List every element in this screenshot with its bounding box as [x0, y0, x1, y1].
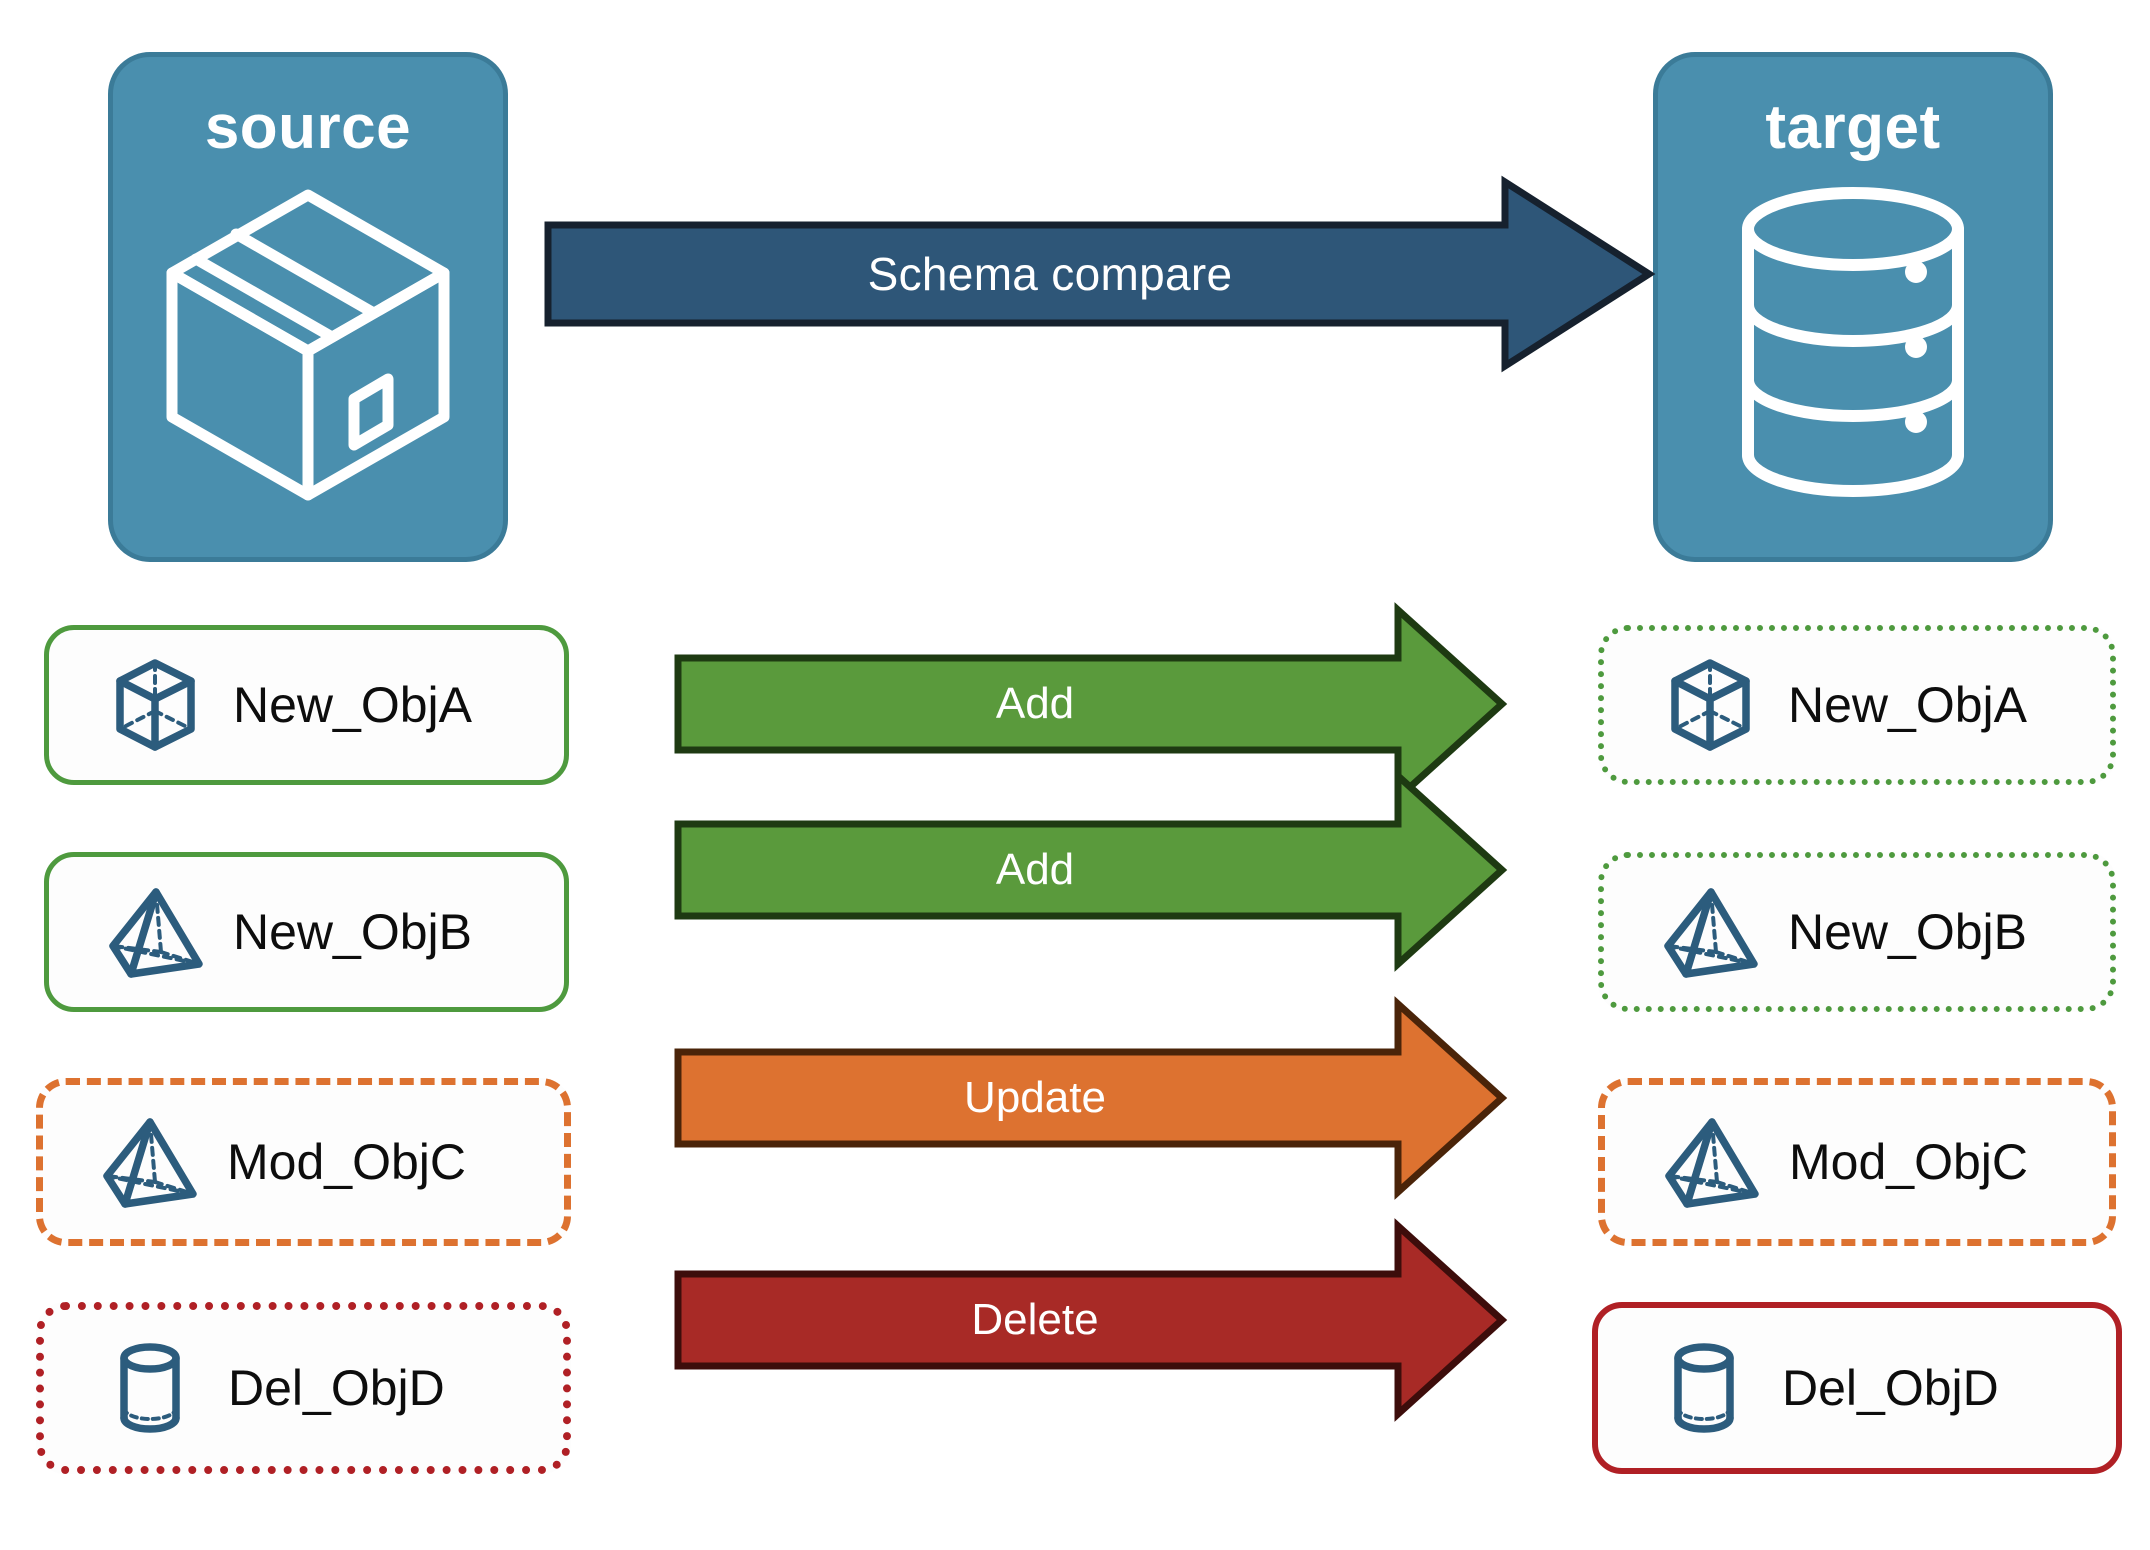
update-arrow-2[interactable]	[674, 996, 1508, 1200]
pyramid-icon	[1658, 880, 1762, 984]
target-object-card-1[interactable]: New_ObjB	[1598, 852, 2116, 1012]
target-object-card-2[interactable]: Mod_ObjC	[1598, 1078, 2116, 1246]
pyramid-icon	[103, 880, 207, 984]
source-object-label-2: Mod_ObjC	[227, 1134, 466, 1190]
pyramid-icon	[1659, 1110, 1763, 1214]
source-object-label-0: New_ObjA	[233, 677, 472, 733]
target-object-label-3: Del_ObjD	[1782, 1360, 1999, 1416]
database-cylinder-icon	[1703, 177, 2003, 507]
delete-arrow-3[interactable]	[674, 1218, 1508, 1422]
target-object-label-2: Mod_ObjC	[1789, 1134, 2028, 1190]
add-arrow-1[interactable]	[674, 768, 1508, 972]
target-title: target	[1765, 93, 1941, 162]
source-object-card-1[interactable]: New_ObjB	[44, 852, 569, 1012]
pyramid-icon	[97, 1110, 201, 1214]
target-object-card-0[interactable]: New_ObjA	[1598, 625, 2116, 785]
source-object-label-1: New_ObjB	[233, 904, 472, 960]
cylinder-icon	[1652, 1336, 1756, 1440]
target-object-label-0: New_ObjA	[1788, 677, 2027, 733]
target-object-card-3[interactable]: Del_ObjD	[1592, 1302, 2122, 1474]
source-object-card-3[interactable]: Del_ObjD	[36, 1302, 571, 1474]
source-endpoint-card[interactable]: source	[108, 52, 508, 562]
target-endpoint-card[interactable]: target	[1653, 52, 2053, 562]
source-title: source	[204, 93, 412, 162]
target-object-label-1: New_ObjB	[1788, 904, 2027, 960]
cylinder-icon	[98, 1336, 202, 1440]
schema-compare-label: Schema compare	[867, 248, 1233, 300]
source-object-card-2[interactable]: Mod_ObjC	[36, 1078, 571, 1246]
add-arrow-0[interactable]	[674, 602, 1508, 806]
schema-compare-arrow[interactable]	[544, 175, 1656, 373]
source-object-card-0[interactable]: New_ObjA	[44, 625, 569, 785]
wireframe-cube-icon	[103, 653, 207, 757]
wireframe-cube-icon	[1658, 653, 1762, 757]
package-box-icon	[158, 177, 458, 507]
source-object-label-3: Del_ObjD	[228, 1360, 445, 1416]
